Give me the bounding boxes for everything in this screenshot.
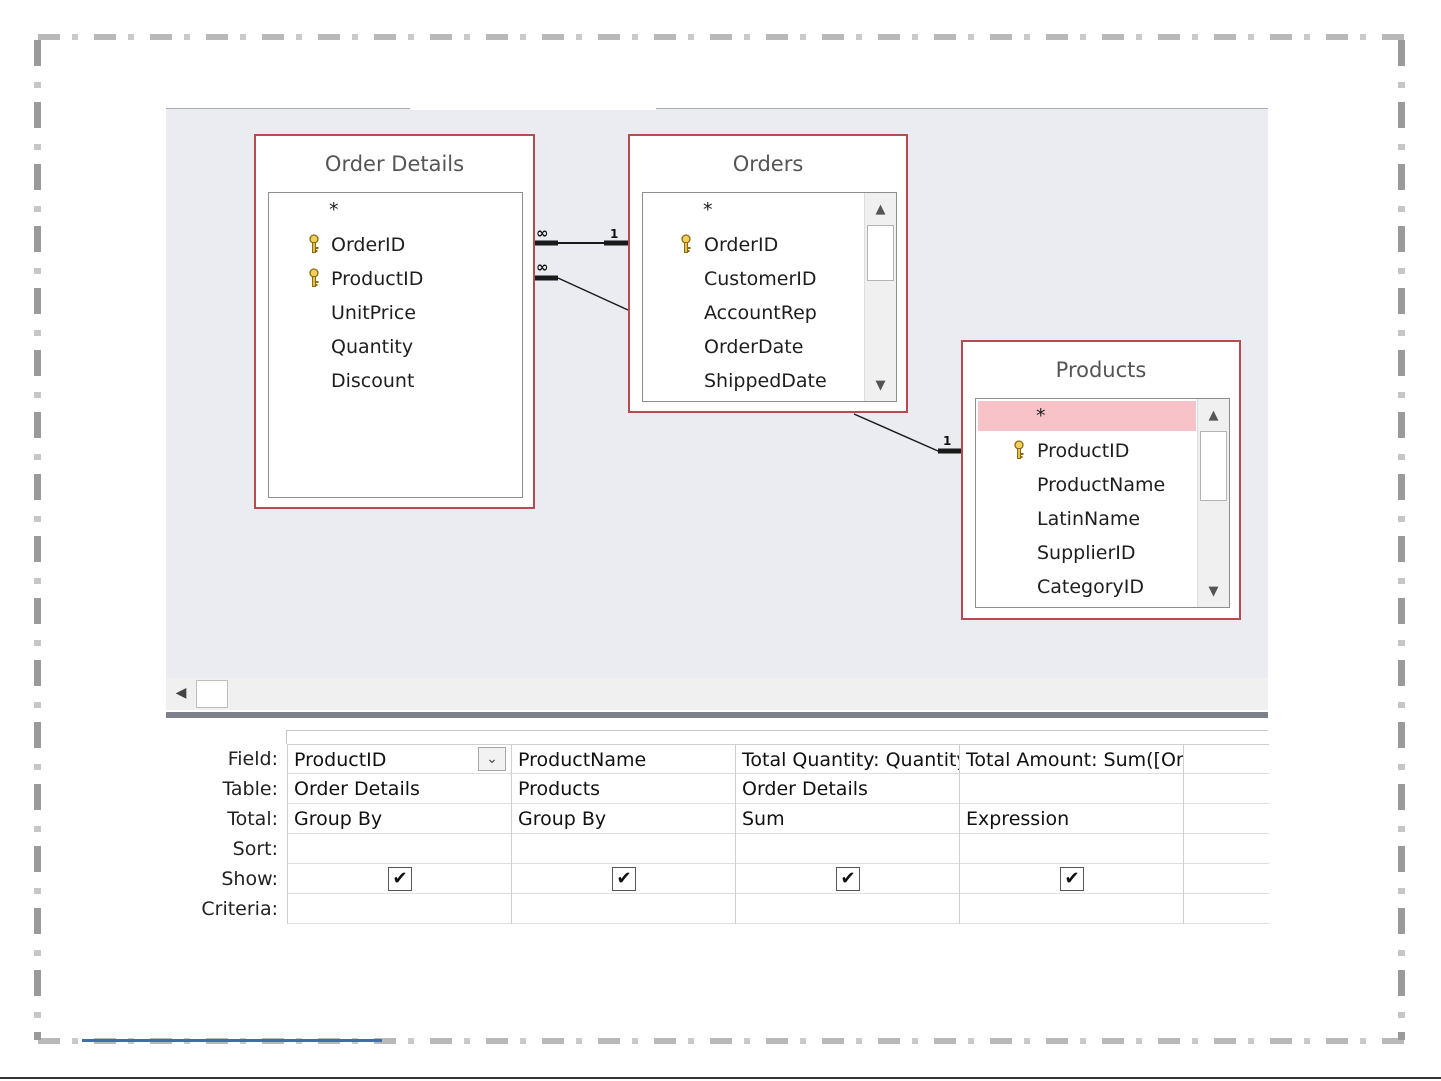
table-title[interactable]: Order Details [324, 152, 465, 176]
show-cell: ✔ [736, 864, 960, 894]
row-label-table: Table: [222, 778, 278, 800]
show-checkbox[interactable]: ✔ [612, 867, 636, 891]
table-cell[interactable]: Products [512, 774, 736, 804]
table-cell[interactable] [960, 774, 1184, 804]
field-productid[interactable]: ProductID [269, 264, 522, 294]
scroll-left-icon[interactable]: ◀ [175, 685, 187, 701]
show-cell: ✔ [960, 864, 1184, 894]
total-cell[interactable]: Group By [512, 804, 736, 834]
table-order-details[interactable]: Order Details * OrderID ProductID UnitPr… [254, 134, 535, 509]
field-cell[interactable]: ProductName [512, 744, 736, 774]
frame-accent-line [82, 1039, 382, 1042]
show-checkbox[interactable]: ✔ [388, 867, 412, 891]
total-cell[interactable]: Sum [736, 804, 960, 834]
key-icon [681, 234, 691, 253]
frame-bottom-border [38, 1038, 1410, 1044]
key-icon [309, 234, 319, 253]
field-all[interactable]: * [978, 401, 1196, 431]
field-all[interactable]: * [703, 199, 713, 221]
table-cell[interactable]: Order Details [288, 774, 512, 804]
grid-column: Total Amount: Sum([Orc Expression ✔ [959, 744, 1184, 924]
total-cell[interactable]: Expression [960, 804, 1184, 834]
field-cell[interactable]: ProductID ⌄ [288, 744, 512, 774]
page-bottom-rule [0, 1077, 1441, 1079]
field-discount[interactable]: Discount [331, 370, 415, 392]
field-list[interactable]: * OrderID CustomerID AccountRep OrderDat… [642, 192, 897, 402]
field-latinname[interactable]: LatinName [1037, 508, 1141, 530]
field-orderid[interactable]: OrderID [643, 230, 865, 260]
field-quantity[interactable]: Quantity [331, 336, 414, 358]
sort-cell[interactable] [736, 834, 960, 864]
sort-cell[interactable] [960, 834, 1184, 864]
scroll-thumb[interactable] [196, 680, 228, 708]
criteria-cell[interactable] [736, 894, 960, 924]
field-customerid[interactable]: CustomerID [704, 268, 817, 290]
field-unitprice[interactable]: UnitPrice [331, 302, 417, 324]
chevron-down-icon[interactable]: ⌄ [478, 747, 506, 771]
field-list[interactable]: * OrderID ProductID UnitPrice Quantity D… [268, 192, 523, 498]
key-icon [309, 268, 319, 287]
field-productid[interactable]: ProductID [976, 436, 1198, 466]
sort-cell[interactable] [288, 834, 512, 864]
row-label-field: Field: [227, 748, 278, 770]
show-cell: ✔ [288, 864, 512, 894]
grid-column-selectors[interactable] [286, 730, 1268, 744]
grid-column: Total Quantity: Quantity Order Details S… [735, 744, 960, 924]
field-list[interactable]: * ProductID ProductName LatinName Suppli… [975, 398, 1230, 608]
show-cell: ✔ [512, 864, 736, 894]
table-cell[interactable] [1184, 774, 1269, 804]
table-title[interactable]: Products [1055, 358, 1147, 382]
field-orderdate[interactable]: OrderDate [704, 336, 804, 358]
row-label-total: Total: [227, 808, 278, 830]
scroll-up-icon[interactable]: ▲ [875, 201, 886, 217]
table-cell[interactable]: Order Details [736, 774, 960, 804]
show-checkbox[interactable]: ✔ [836, 867, 860, 891]
field-value: ProductID [294, 749, 387, 771]
criteria-cell[interactable] [288, 894, 512, 924]
design-horizontal-scrollbar[interactable]: ◀ [166, 678, 1268, 710]
grid-column-empty [1183, 744, 1269, 924]
show-checkbox[interactable]: ✔ [1060, 867, 1084, 891]
frame-top-border [38, 34, 1410, 40]
total-cell[interactable] [1184, 804, 1269, 834]
document-tab-gap [410, 104, 656, 110]
grid-column: ProductID ⌄ Order Details Group By ✔ [287, 744, 512, 924]
field-cell[interactable]: Total Quantity: Quantity [736, 744, 960, 774]
key-icon [1014, 440, 1024, 459]
sort-cell[interactable] [512, 834, 736, 864]
row-label-sort: Sort: [232, 838, 278, 860]
grid-column: ProductName Products Group By ✔ [511, 744, 736, 924]
show-cell[interactable] [1184, 864, 1269, 894]
vertical-scrollbar[interactable]: ▲ ▼ [1197, 399, 1229, 607]
field-cell[interactable] [1184, 744, 1269, 774]
total-cell[interactable]: Group By [288, 804, 512, 834]
field-all[interactable]: * [329, 199, 339, 221]
frame-right-border [1398, 40, 1405, 1040]
criteria-cell[interactable] [960, 894, 1184, 924]
table-products[interactable]: Products * ProductID ProductName LatinNa… [961, 340, 1241, 620]
field-categoryid[interactable]: CategoryID [1037, 576, 1145, 598]
scroll-thumb[interactable] [1200, 431, 1227, 501]
field-productname[interactable]: ProductName [1037, 474, 1166, 496]
table-title[interactable]: Orders [732, 152, 804, 176]
vertical-scrollbar[interactable]: ▲ ▼ [864, 193, 896, 401]
pane-splitter[interactable] [166, 712, 1268, 718]
scroll-up-icon[interactable]: ▲ [1208, 407, 1219, 423]
frame-left-border [34, 40, 41, 1040]
field-shippeddate[interactable]: ShippedDate [704, 370, 827, 392]
field-orderid[interactable]: OrderID [269, 230, 522, 260]
field-accountrep[interactable]: AccountRep [704, 302, 817, 324]
field-cell[interactable]: Total Amount: Sum([Orc [960, 744, 1184, 774]
field-supplierid[interactable]: SupplierID [1037, 542, 1136, 564]
scroll-down-icon[interactable]: ▼ [875, 377, 886, 393]
table-orders[interactable]: Orders * OrderID CustomerID AccountRep O… [628, 134, 908, 413]
scroll-down-icon[interactable]: ▼ [1208, 583, 1219, 599]
row-label-criteria: Criteria: [201, 898, 278, 920]
row-label-show: Show: [221, 868, 278, 890]
scroll-thumb[interactable] [867, 225, 894, 281]
criteria-cell[interactable] [1184, 894, 1269, 924]
sort-cell[interactable] [1184, 834, 1269, 864]
criteria-cell[interactable] [512, 894, 736, 924]
